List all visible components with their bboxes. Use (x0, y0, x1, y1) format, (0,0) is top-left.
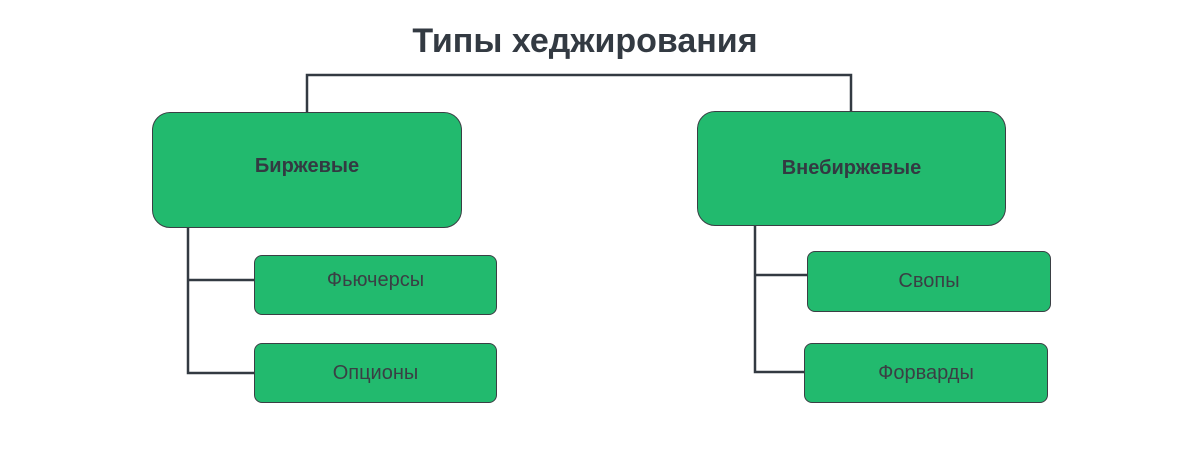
node-label: Форварды (878, 361, 974, 384)
node-label: Опционы (332, 361, 419, 384)
node-label: Фьючерсы (326, 268, 425, 291)
node-otc: Внебиржевые (697, 111, 1006, 226)
diagram-title: Типы хеджирования (412, 22, 758, 60)
node-label: Свопы (898, 270, 960, 292)
node-exchange: Биржевые (152, 112, 462, 228)
node-label: Внебиржевые (781, 157, 922, 179)
node-options: Опционы (254, 343, 497, 403)
node-forwards: Форварды (804, 343, 1048, 403)
node-swaps: Свопы (807, 251, 1051, 312)
right-trunk (753, 225, 804, 374)
root-connector (305, 73, 853, 112)
node-futures: Фьючерсы (254, 255, 497, 315)
left-trunk (186, 227, 254, 375)
node-label: Биржевые (254, 154, 360, 177)
